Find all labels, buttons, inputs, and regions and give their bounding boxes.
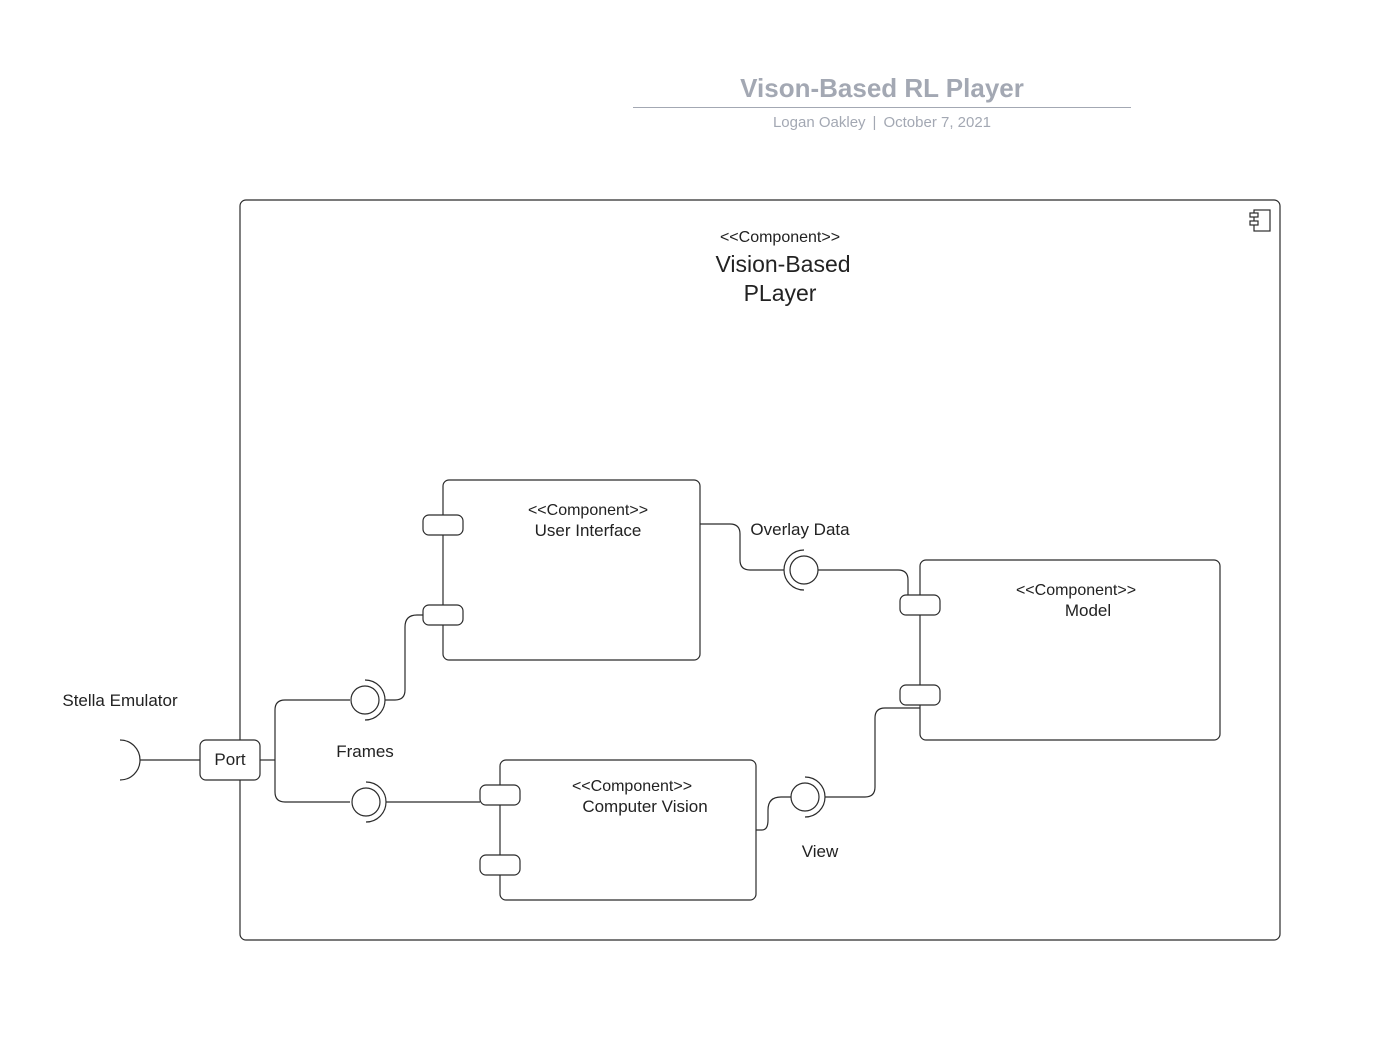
author-name: Logan Oakley	[772, 114, 866, 131]
outer-component-name-line1: Vision-Based	[715, 251, 850, 277]
document-subtitle: Logan Oakley | October 7, 2021	[633, 114, 1131, 131]
computer-vision-name: Computer Vision	[582, 797, 707, 816]
component-icon	[1249, 209, 1271, 232]
view-ball	[790, 782, 820, 812]
view-label: View	[802, 842, 839, 861]
overlay-data-label: Overlay Data	[750, 520, 850, 539]
frames-lower-connector	[274, 760, 350, 803]
computer-vision-port-top[interactable]	[479, 784, 521, 806]
overlay-data-socket	[783, 549, 805, 591]
overlay-to-model-connector	[818, 569, 909, 595]
user-interface-port-bottom[interactable]	[422, 604, 464, 626]
computer-vision-stereotype: <<Component>>	[572, 778, 692, 795]
model-port-top[interactable]	[899, 594, 941, 616]
user-interface-stereotype: <<Component>>	[528, 502, 648, 519]
cv-to-view-connector	[756, 796, 791, 831]
frames-lower-socket	[365, 781, 387, 823]
user-interface-name: User Interface	[535, 521, 642, 540]
user-interface-port-top[interactable]	[422, 514, 464, 536]
view-socket	[804, 776, 826, 818]
subtitle-separator: |	[872, 114, 877, 131]
user-interface-component[interactable]	[442, 479, 701, 661]
frames-lower-ball	[351, 787, 381, 817]
frames-upper-ball	[350, 685, 380, 715]
stella-emulator-label: Stella Emulator	[62, 691, 178, 710]
frames-to-ui-connector	[385, 614, 423, 701]
document-title: Vison-Based RL Player	[740, 73, 1024, 103]
stella-emulator-socket	[119, 739, 141, 781]
frames-upper-socket	[364, 679, 386, 721]
model-port-bottom[interactable]	[899, 684, 941, 706]
model-name: Model	[1065, 601, 1111, 620]
outer-component-name-line2: PLayer	[744, 280, 817, 306]
title-block: Vison-Based RL Player Logan Oakley | Octob…	[633, 70, 1131, 131]
computer-vision-port-bottom[interactable]	[479, 854, 521, 876]
document-date: October 7, 2021	[883, 114, 992, 131]
title-divider	[633, 107, 1131, 108]
model-stereotype: <<Component>>	[1016, 582, 1136, 599]
outer-component-box[interactable]	[239, 199, 1281, 941]
frames-upper-connector	[274, 699, 350, 760]
port-label: Port	[214, 750, 245, 769]
model-component[interactable]	[919, 559, 1221, 741]
overlay-data-ball	[789, 555, 819, 585]
view-to-model-connector	[825, 707, 920, 798]
outer-component-stereotype: <<Component>>	[720, 229, 840, 246]
ui-to-overlay-connector	[700, 523, 784, 571]
frames-label: Frames	[336, 742, 394, 761]
